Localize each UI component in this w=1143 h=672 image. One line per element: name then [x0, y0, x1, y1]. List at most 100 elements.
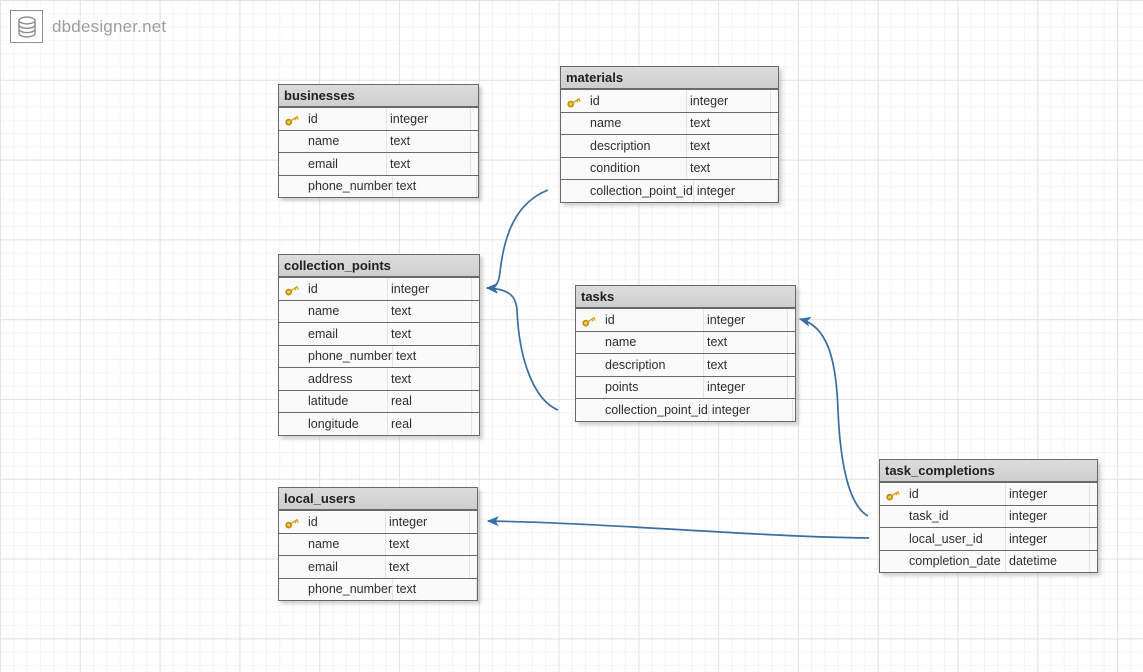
row-end-spacer	[1090, 506, 1097, 528]
primary-key-icon	[279, 514, 305, 530]
field-type: text	[687, 157, 771, 179]
relationship-materials-collection_point_id-to-collection_points-id[interactable]	[485, 189, 549, 294]
field-type: text	[387, 153, 471, 175]
row-end-spacer	[788, 309, 795, 331]
row-end-spacer	[472, 368, 479, 390]
table-title[interactable]: tasks	[576, 286, 795, 308]
field-type: text	[388, 368, 472, 390]
field-type: integer	[387, 108, 471, 130]
field-type: integer	[709, 399, 793, 421]
row-end-spacer	[778, 180, 785, 202]
field-name: phone_number	[305, 345, 394, 367]
field-name: email	[305, 323, 388, 345]
row-end-spacer	[771, 113, 778, 135]
field-name: email	[305, 556, 386, 578]
field-name: id	[305, 511, 386, 533]
field-type: integer	[1006, 483, 1090, 505]
field-name: phone_number	[305, 175, 394, 197]
field-name: address	[305, 368, 388, 390]
row-end-spacer	[477, 176, 484, 198]
field-name: description	[587, 135, 687, 157]
row-end-spacer	[471, 153, 478, 175]
row-end-spacer	[472, 301, 479, 323]
relationship-task_completions-local_user_id-to-local_users-id[interactable]	[486, 516, 870, 539]
table-title[interactable]: local_users	[279, 488, 477, 510]
table-title[interactable]: businesses	[279, 85, 478, 107]
field-name: id	[906, 483, 1006, 505]
field-name: collection_point_id	[587, 180, 694, 202]
primary-key-icon	[279, 281, 305, 297]
field-type: integer	[704, 309, 788, 331]
relationship-task_completions-task_id-to-tasks-id[interactable]	[798, 316, 869, 517]
field-type: integer	[694, 180, 778, 202]
field-name: email	[305, 153, 387, 175]
app-logo-box	[10, 10, 43, 43]
field-type: text	[387, 130, 471, 152]
field-name: description	[602, 354, 704, 376]
field-type: text	[386, 533, 470, 555]
row-end-spacer	[477, 346, 484, 368]
relationship-tasks-collection_point_id-to-collection_points-id[interactable]	[485, 283, 559, 411]
field-name: name	[602, 331, 704, 353]
field-type: text	[388, 323, 472, 345]
primary-key-icon	[561, 93, 587, 109]
table-title[interactable]: collection_points	[279, 255, 479, 277]
field-type: text	[393, 578, 478, 600]
table-title[interactable]: task_completions	[880, 460, 1097, 482]
app-logo-link[interactable]: dbdesigner.net	[10, 10, 166, 43]
table-title[interactable]: materials	[561, 67, 778, 89]
row-end-spacer	[788, 332, 795, 354]
row-end-spacer	[477, 579, 484, 601]
field-type: integer	[687, 90, 771, 112]
row-end-spacer	[771, 135, 778, 157]
field-name: name	[305, 130, 387, 152]
primary-key-icon	[279, 111, 305, 127]
row-end-spacer	[1090, 551, 1097, 573]
field-name: id	[602, 309, 704, 331]
row-end-spacer	[793, 399, 800, 421]
row-end-spacer	[771, 158, 778, 180]
field-name: id	[305, 108, 387, 130]
app-title: dbdesigner.net	[52, 16, 167, 36]
field-type: real	[388, 390, 472, 412]
field-name: name	[587, 112, 687, 134]
field-type: text	[393, 175, 478, 197]
database-icon	[17, 15, 36, 38]
